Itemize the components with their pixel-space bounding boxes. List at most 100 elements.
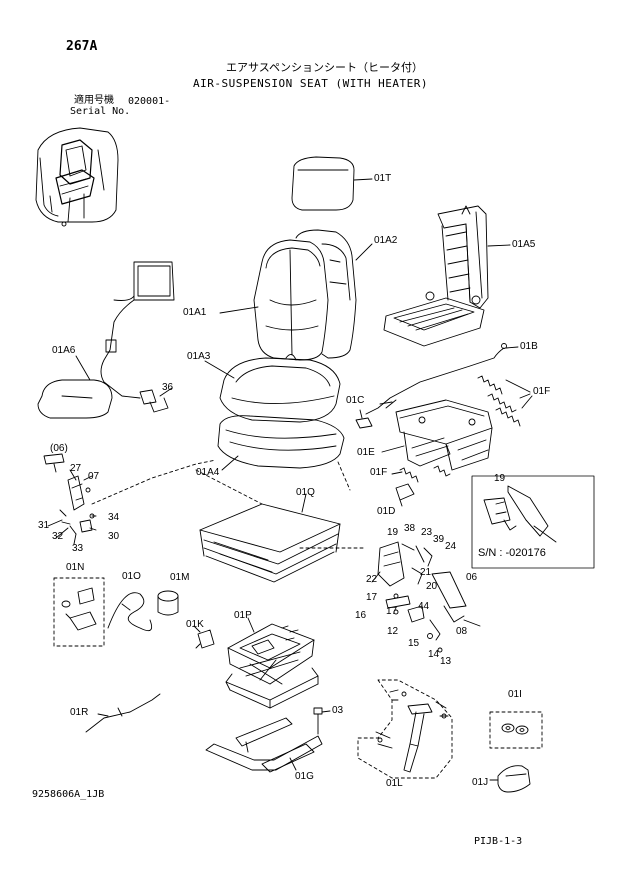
label-01B: 01B [520, 341, 538, 352]
label-06-paren: (06) [50, 443, 68, 454]
label-17-a: 17 [366, 592, 378, 603]
label-01J: 01J [472, 777, 489, 788]
label-01N: 01N [66, 562, 85, 573]
drawing-number: 9258606A_1JB [32, 789, 105, 800]
label-16: 16 [355, 610, 367, 621]
headrest-01T [291, 156, 355, 211]
leader-27-07 [69, 469, 93, 481]
label-01E: 01E [357, 447, 375, 458]
serial-range: 020001- [128, 96, 171, 107]
page-code: 267A [66, 39, 98, 54]
label-34: 34 [108, 512, 120, 523]
suspension-01Q [199, 503, 341, 583]
label-15: 15 [408, 638, 420, 649]
label-14: 14 [428, 649, 440, 660]
label-39: 39 [433, 534, 445, 545]
lever-assembly [377, 541, 481, 653]
label-44: 44 [418, 601, 430, 612]
heater-01A6 [37, 261, 175, 419]
leader-01B [505, 346, 519, 349]
label-19-inset: 19 [494, 473, 506, 484]
leader-01A5 [487, 244, 511, 247]
bushings-01I [489, 711, 543, 749]
label-13: 13 [440, 656, 452, 667]
label-06: 06 [466, 572, 478, 583]
label-27: 27 [70, 463, 82, 474]
label-12: 12 [387, 626, 399, 637]
clip-01K [195, 629, 215, 649]
leader-03 [321, 710, 331, 713]
leader-01R [97, 713, 109, 717]
leader-01A4 [221, 455, 239, 471]
label-36: 36 [162, 382, 174, 393]
leader-small-parts [47, 515, 97, 545]
label-01R: 01R [70, 707, 89, 718]
label-07: 07 [88, 471, 100, 482]
label-33: 33 [72, 543, 84, 554]
label-24: 24 [445, 541, 457, 552]
label-01A5: 01A5 [512, 239, 536, 250]
leader-36 [159, 387, 173, 397]
label-01P: 01P [234, 610, 252, 621]
leader-01A2 [355, 243, 373, 261]
label-01G: 01G [295, 771, 314, 782]
label-03: 03 [332, 705, 344, 716]
label-01A1: 01A1 [183, 307, 207, 318]
inset-box [471, 475, 595, 569]
leader-01A1 [219, 306, 259, 314]
inset-serial-note: S/N : -020176 [478, 547, 546, 559]
springs-01F-top [477, 375, 521, 427]
leader-01E [381, 445, 405, 453]
shock-01L [357, 679, 453, 779]
label-01A6: 01A6 [52, 345, 76, 356]
heater-01M [157, 590, 179, 616]
label-01L: 01L [386, 778, 403, 789]
label-01Q: 01Q [296, 487, 315, 498]
applicable-label-jp: 適用号機 [74, 95, 114, 106]
label-17-b: 17 [386, 606, 398, 617]
label-21: 21 [420, 567, 432, 578]
title-japanese: エアサスペンションシート（ヒータ付） [226, 61, 424, 74]
leader-01F-top [505, 379, 533, 409]
leader-01A3 [204, 360, 235, 379]
leader-01P [247, 617, 255, 633]
label-01K: 01K [186, 619, 204, 630]
cable-01B [365, 343, 507, 415]
frame-01A5 [383, 205, 489, 347]
buckle-assembly [43, 453, 95, 535]
bracket-01C [355, 417, 373, 429]
label-01F-bottom: 01F [370, 467, 388, 478]
dashed-link-3 [337, 461, 351, 491]
leader-01G [289, 757, 297, 771]
rails-01G [205, 717, 323, 773]
dashed-link-2 [195, 469, 263, 505]
label-01D: 01D [377, 506, 396, 517]
backrest-01A1 [253, 239, 329, 361]
knob-01D [395, 483, 415, 507]
pan-01A4 [217, 415, 345, 469]
label-01A2: 01A2 [374, 235, 398, 246]
serial-label: Serial No. [70, 106, 131, 117]
leader-01Q [301, 493, 307, 513]
label-31: 31 [38, 520, 50, 531]
label-38: 38 [404, 523, 416, 534]
label-01F-top: 01F [533, 386, 551, 397]
title-english: AIR-SUSPENSION SEAT (WITH HEATER) [193, 77, 429, 90]
label-19: 19 [387, 527, 399, 538]
leader-22 [371, 571, 381, 583]
label-01A3: 01A3 [187, 351, 211, 362]
bolt-03 [313, 707, 323, 735]
springs-01F-bottom [399, 465, 451, 483]
leader-01T [353, 178, 373, 181]
kit-01N [53, 577, 105, 647]
slide-rails-01E [395, 399, 493, 471]
label-01A4: 01A4 [196, 467, 220, 478]
leader-01K [193, 625, 201, 633]
backrest-01A2 [295, 229, 357, 359]
label-20: 20 [426, 581, 438, 592]
label-23: 23 [421, 527, 433, 538]
leader-01C [359, 409, 363, 419]
dashed-link-1 [91, 459, 217, 505]
label-01M: 01M [170, 572, 190, 583]
